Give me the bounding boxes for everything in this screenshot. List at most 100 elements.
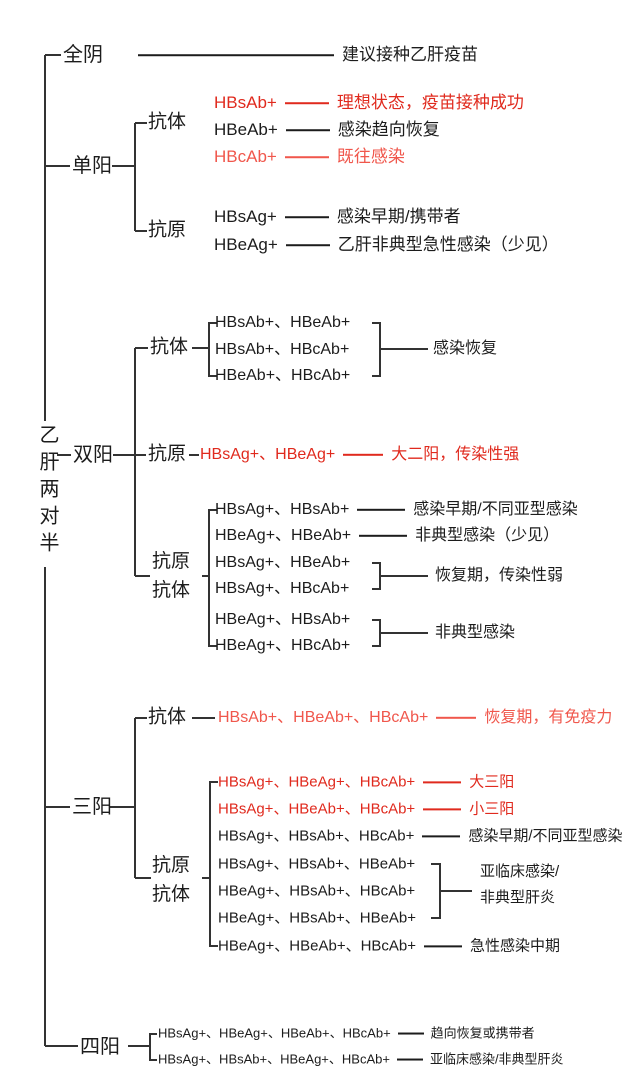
marker-row: HBsAg+、HBeAg+ 大二阳，传染性强 — [200, 446, 519, 464]
marker-row: HBsAg+、HBcAb+ — [215, 580, 349, 598]
connector-dash — [285, 243, 330, 246]
group-result: 恢复期，传染性弱 — [435, 567, 563, 585]
result-label-line: 亚临床感染/ — [480, 863, 560, 880]
connector-dash — [422, 835, 461, 837]
result-label: 趋向恢复或携带者 — [430, 1025, 535, 1041]
danyang-antibody-label: 抗体 — [148, 111, 187, 133]
result-label: 感染恢复 — [433, 339, 498, 357]
marker-row: HBsAb+、HBeAb+ — [215, 314, 350, 332]
marker-row: HBsAg+、HBeAb+、HBcAb+ 小三阳 — [218, 800, 514, 817]
siyang-brackets — [128, 1033, 157, 1061]
group-result: 感染恢复 — [433, 340, 497, 358]
group-result: 非典型感染 — [435, 624, 515, 642]
connector-dash — [397, 1033, 424, 1035]
marker-code: HBsAg+、HBcAb+ — [215, 579, 350, 597]
sanyang-agab-brackets — [202, 781, 472, 947]
marker-code: HBsAg+、HBsAb+、HBeAg+、HBcAb+ — [158, 1051, 390, 1067]
marker-code: HBsAb+、HBcAb+ — [215, 340, 350, 358]
connector-dash — [423, 808, 462, 810]
result-label: 感染趋向恢复 — [337, 120, 440, 140]
marker-code: HBeAg+、HBeAb+、HBcAb+ — [218, 937, 417, 955]
marker-code: HBsAb+ — [214, 93, 277, 113]
marker-code: HBsAb+、HBeAb+、HBcAb+ — [218, 708, 429, 726]
result-label: 感染早期/不同亚型感染 — [468, 827, 623, 845]
result-label: 非典型感染（少见） — [415, 526, 560, 544]
danyang-spine — [112, 122, 147, 232]
result-label: 非典型感染 — [435, 623, 516, 641]
sanyang-antigen-antibody-label: 抗原 抗体 — [152, 851, 190, 909]
branch-label-sanyang: 三阳 — [72, 796, 112, 818]
marker-code: HBeAg+、HBeAb+ — [215, 526, 352, 544]
sanyang-spine — [110, 717, 215, 879]
shuangyang-antigen-antibody-label: 抗原 抗体 — [152, 547, 190, 605]
result-label: 急性感染中期 — [470, 937, 561, 955]
marker-row: HBsAg+、HBsAb+、HBeAb+ — [218, 855, 415, 872]
connector-dash — [357, 508, 406, 511]
result-label: 大三阳 — [469, 773, 515, 791]
marker-code: HBeAg+、HBsAb+、HBeAb+ — [218, 909, 417, 927]
branch-label-shuangyang: 双阳 — [73, 444, 113, 466]
marker-code: HBeAg+、HBcAb+ — [215, 636, 351, 654]
marker-row: HBeAb+、HBcAb+ — [215, 367, 350, 385]
marker-row: HBsAg+、HBsAb+ 感染早期/不同亚型感染 — [215, 501, 578, 519]
marker-code: HBeAg+、HBsAb+ — [215, 610, 351, 628]
marker-row: HBeAg+、HBsAb+、HBeAb+ — [218, 909, 416, 926]
marker-row: HBeAg+、HBsAb+、HBcAb+ — [218, 882, 415, 899]
shuangyang-agab-brackets — [202, 509, 428, 647]
marker-code: HBsAg+、HBeAg+、HBeAb+、HBcAb+ — [158, 1025, 391, 1041]
connector-dash — [285, 128, 330, 131]
marker-code: HBsAg+、HBeAb+ — [215, 553, 351, 571]
marker-row: HBsAg+、HBsAb+、HBeAg+、HBcAb+ 亚临床感染/非典型肝炎 — [158, 1051, 564, 1068]
connector-dash — [396, 1059, 423, 1061]
marker-row: HBeAg+ 乙肝非典型急性感染（少见） — [214, 235, 559, 255]
result-label: 既往感染 — [336, 147, 405, 167]
result-label: 恢复期，传染性弱 — [435, 566, 564, 584]
connector-dash — [423, 781, 462, 783]
danyang-antigen-label: 抗原 — [148, 219, 187, 241]
marker-code: HBsAg+ — [214, 207, 277, 227]
marker-code: HBsAg+、HBeAb+、HBcAb+ — [218, 800, 416, 818]
marker-row: HBsAb+ 理想状态，疫苗接种成功 — [214, 93, 524, 113]
marker-code: HBsAg+、HBsAb+ — [215, 500, 350, 518]
shuangyang-antigen-label: 抗原 — [148, 443, 187, 465]
connector-dash — [436, 716, 477, 719]
marker-row: HBcAb+ 既往感染 — [214, 147, 405, 167]
marker-code: HBcAb+ — [214, 147, 277, 167]
marker-code: HBeAg+、HBsAb+、HBcAb+ — [218, 882, 416, 900]
group-result: 亚临床感染/ 非典型肝炎 — [480, 859, 559, 911]
result-label: 小三阳 — [469, 800, 515, 818]
marker-code: HBeAb+、HBcAb+ — [215, 366, 351, 384]
result-label: 恢复期，有免疫力 — [484, 708, 613, 726]
result-label: 理想状态，疫苗接种成功 — [336, 93, 524, 113]
result-label: 乙肝非典型急性感染（少见） — [337, 235, 559, 255]
marker-code: HBsAg+、HBsAb+、HBcAb+ — [218, 827, 415, 845]
quanyin-result-row: 建议接种乙肝疫苗 — [138, 45, 478, 65]
root-label: 乙肝两对半 — [36, 424, 58, 559]
result-label: 建议接种乙肝疫苗 — [342, 45, 478, 65]
marker-code: HBsAg+、HBeAg+ — [200, 445, 336, 463]
connector-dash — [284, 215, 329, 218]
result-label: 感染早期/携带者 — [336, 207, 461, 227]
connector-dash — [138, 53, 334, 56]
connector-dash — [284, 155, 329, 158]
antibody-label-line: 抗体 — [152, 580, 191, 601]
marker-code: HBeAb+ — [214, 120, 278, 140]
marker-code: HBsAg+、HBeAg+、HBcAb+ — [218, 773, 416, 791]
branch-label-quanyin: 全阴 — [63, 44, 103, 66]
marker-row: HBeAg+、HBsAb+ — [215, 611, 350, 629]
connector-dash — [284, 101, 329, 104]
shuangyang-antibody-label: 抗体 — [150, 336, 189, 358]
marker-row: HBsAb+、HBeAb+、HBcAb+ 恢复期，有免疫力 — [218, 709, 612, 727]
marker-row: HBsAg+、HBeAg+、HBcAb+ 大三阳 — [218, 773, 514, 790]
marker-code: HBsAb+、HBeAb+ — [215, 313, 351, 331]
connector-dash — [424, 945, 463, 947]
marker-row: HBeAb+ 感染趋向恢复 — [214, 120, 440, 140]
branch-label-siyang: 四阳 — [80, 1036, 120, 1058]
branch-label-danyang: 单阳 — [72, 155, 112, 177]
result-label: 感染早期/不同亚型感染 — [413, 500, 578, 518]
result-label: 亚临床感染/非典型肝炎 — [429, 1051, 564, 1067]
result-label: 大二阳，传染性强 — [391, 445, 520, 463]
result-label-line: 非典型肝炎 — [480, 889, 556, 906]
